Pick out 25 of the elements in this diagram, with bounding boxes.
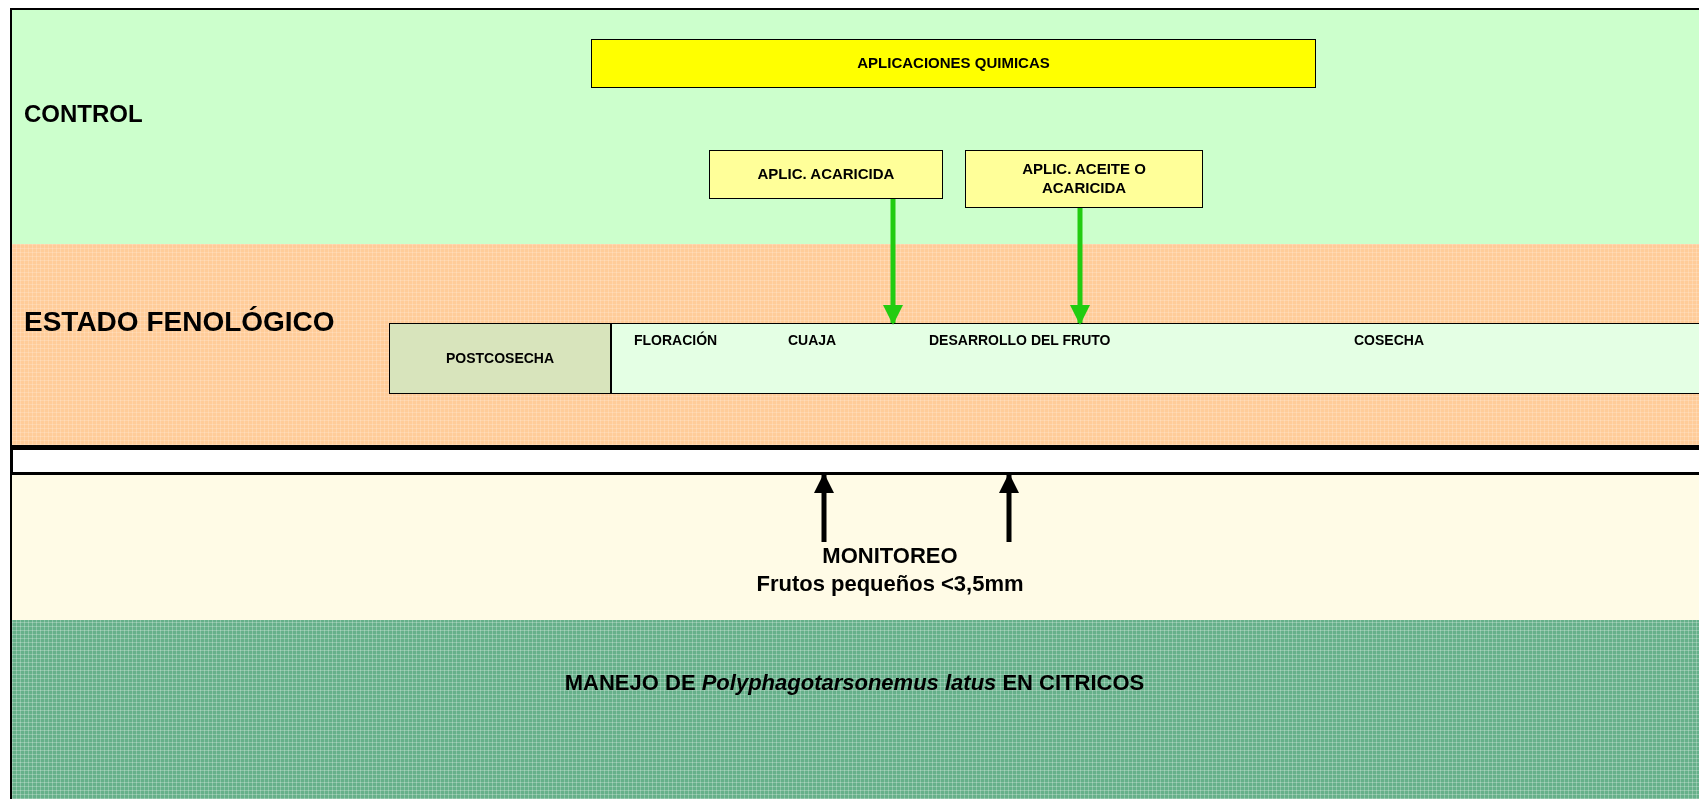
box-label: APLIC. ACEITE O ACARICIDA — [1021, 160, 1147, 198]
arrow — [883, 199, 903, 325]
arrow — [1070, 208, 1090, 325]
phenology-band — [10, 244, 1699, 448]
process-box — [965, 150, 1203, 208]
stage-box — [389, 323, 611, 394]
box-label: POSTCOSECHA — [445, 349, 555, 368]
monitoring-heading: MONITOREO — [822, 542, 958, 570]
box-label: APLICACIONES QUIMICAS — [857, 54, 1050, 73]
timeline-bar — [10, 447, 1699, 475]
process-box — [709, 150, 943, 199]
diagram-title: MANEJO DE Polyphagotarsonemus latus EN CITRICOS — [564, 670, 1145, 695]
process-box — [591, 39, 1316, 88]
stage-label: DESARROLLO DEL FRUTO — [929, 332, 1111, 348]
stage-label: COSECHA — [1354, 332, 1424, 348]
arrow — [814, 473, 834, 542]
arrow — [999, 473, 1019, 542]
band-heading: CONTROL — [24, 100, 143, 128]
stage-label: CUAJA — [788, 332, 837, 348]
stage-bar — [611, 323, 1699, 394]
box-label: APLIC. ACARICIDA — [757, 165, 895, 184]
stage-label: FLORACIÓN — [634, 332, 718, 348]
monitoring-note: Frutos pequeños <3,5mm — [756, 569, 1024, 597]
band-heading: ESTADO FENOLÓGICO — [24, 306, 335, 338]
control-band — [10, 8, 1699, 244]
